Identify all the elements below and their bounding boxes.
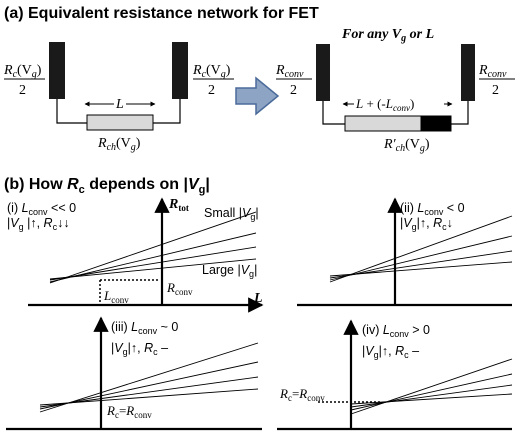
panel-i-line-3 — [49, 246, 257, 281]
conv-right-contact-block — [461, 44, 475, 101]
panel-ii-line-4 — [329, 261, 513, 277]
panel-iv-line-4 — [350, 393, 513, 405]
left-contact-label-left: Rc(Vg) — [3, 63, 42, 80]
left-contact-block — [49, 42, 65, 99]
conv-contact-den-left: 2 — [290, 83, 297, 98]
panel-iii-case: (iii) Lconv ~ 0 — [111, 320, 178, 336]
right-contact-den-left: 2 — [208, 83, 215, 98]
conv-contact-label-left: Rconv — [275, 63, 304, 80]
for-any-header: For any Vg or L — [341, 27, 434, 44]
panel-iii-line-2 — [39, 361, 259, 410]
panel-iv-trend: |Vg|↑, Rc – — [362, 344, 419, 360]
panel-i-small-vg: Small |Vg| — [204, 206, 259, 222]
conv-length-bg — [354, 96, 444, 110]
part-a-title: (a) Equivalent resistance network for FE… — [4, 5, 319, 22]
panel-i-trend: |Vg |↑, Rc↓↓ — [7, 216, 70, 232]
panel-iii-rc-eq: Rc=Rconv — [106, 403, 152, 420]
conv-channel-resistor — [344, 115, 422, 132]
panel-i-lconv: Lconv — [103, 288, 129, 305]
panel-iii-line-1 — [39, 342, 259, 413]
conv-contact-den-right: 2 — [492, 83, 499, 98]
right-contact-block — [172, 42, 188, 99]
length-label-bg — [114, 96, 126, 110]
conv-left-contact-block — [316, 44, 330, 101]
panel-iv: (iv) Lconv > 0 |Vg|↑, Rc – Rc=Rconv — [277, 319, 513, 431]
network-right: For any Vg or L Rconv 2 L + (-Lconv) R′c… — [275, 27, 515, 154]
channel-resistance-label: Rch(Vg) — [97, 136, 141, 153]
panel-iii-trend: |Vg|↑, Rc – — [111, 341, 168, 357]
panel-i-x-label: L — [253, 291, 263, 306]
panel-iv-line-1 — [350, 358, 513, 415]
conv-channel-label: R′ch(Vg) — [383, 137, 430, 154]
panel-ii-line-1 — [329, 215, 513, 283]
panel-iii-line-4 — [39, 388, 259, 406]
right-contact-label-left: Rc(Vg) — [192, 63, 231, 80]
panel-ii-line-2 — [329, 235, 513, 281]
part-b-title: (b) How Rc depends on |Vg| — [4, 176, 210, 196]
panel-iv-line-2 — [350, 373, 513, 411]
panel-i-y-label: Rtot — [168, 197, 189, 213]
panel-iii: (iii) Lconv ~ 0 |Vg|↑, Rc – Rc=Rconv — [6, 316, 262, 431]
panel-ii-case: (ii) Lconv < 0 — [400, 201, 465, 217]
panel-i-line-4 — [49, 258, 257, 280]
conv-length-label: L + (-Lconv) — [355, 96, 414, 113]
left-contact-den-left: 2 — [19, 83, 26, 98]
transform-arrow-icon — [235, 76, 280, 116]
panel-iv-line-3 — [350, 384, 513, 408]
panel-i-line-2 — [49, 232, 257, 283]
panel-i: (i) Lconv << 0 |Vg |↑, Rc↓↓ Rtot L Small… — [7, 197, 264, 313]
conv-contact-label-right: Rconv — [478, 63, 507, 80]
panel-i-line-1 — [49, 211, 257, 284]
panel-iv-case: (iv) Lconv > 0 — [362, 323, 430, 339]
channel-resistor — [86, 114, 154, 131]
panel-iv-rc-eq: Rc=Rconv — [279, 386, 325, 403]
panel-i-large-vg: Large |Vg| — [202, 263, 257, 279]
panel-ii-trend: |Vg|↑, Rc↓ — [400, 216, 453, 232]
panel-ii: (ii) Lconv < 0 |Vg|↑, Rc↓ — [297, 197, 513, 307]
length-label: L — [115, 97, 124, 112]
network-left: Rc(Vg) 2 L Rch(Vg) Rc(Vg) 2 — [3, 42, 234, 153]
panel-i-rconv: Rconv — [166, 280, 193, 297]
conv-offset-resistor — [420, 115, 452, 132]
panel-i-case: (i) Lconv << 0 — [7, 201, 76, 217]
